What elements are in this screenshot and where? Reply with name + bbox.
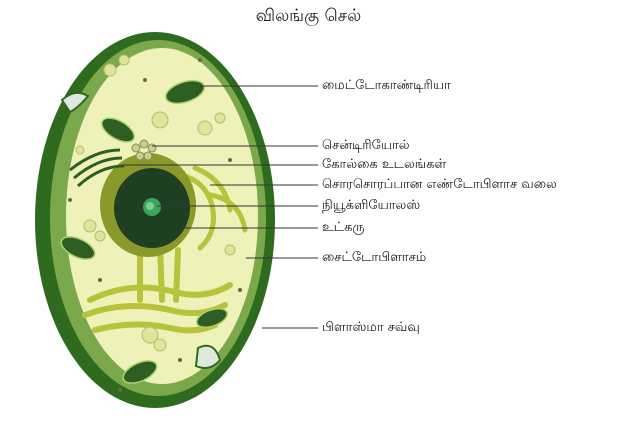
label-rough-er: சொரசொரப்பான எண்டோபிளாச வலை bbox=[322, 177, 557, 193]
nucleus-group bbox=[100, 153, 196, 257]
nucleolus-core bbox=[146, 202, 154, 210]
label-nucleolus: நியூக்ளியோலஸ் bbox=[322, 198, 420, 214]
label-cytoplasm: சைட்டோபிளாசம் bbox=[322, 250, 426, 266]
label-mitochondria: மைட்டோகாண்டிரியா bbox=[322, 78, 451, 94]
label-golgi: கோல்கை உடலங்கள் bbox=[322, 157, 446, 173]
label-centriole: சென்டிரியோல் bbox=[322, 138, 410, 154]
label-plasma-membrane: பிளாஸ்மா சவ்வு bbox=[322, 320, 420, 336]
label-nucleus: உட்கரு bbox=[322, 220, 365, 236]
